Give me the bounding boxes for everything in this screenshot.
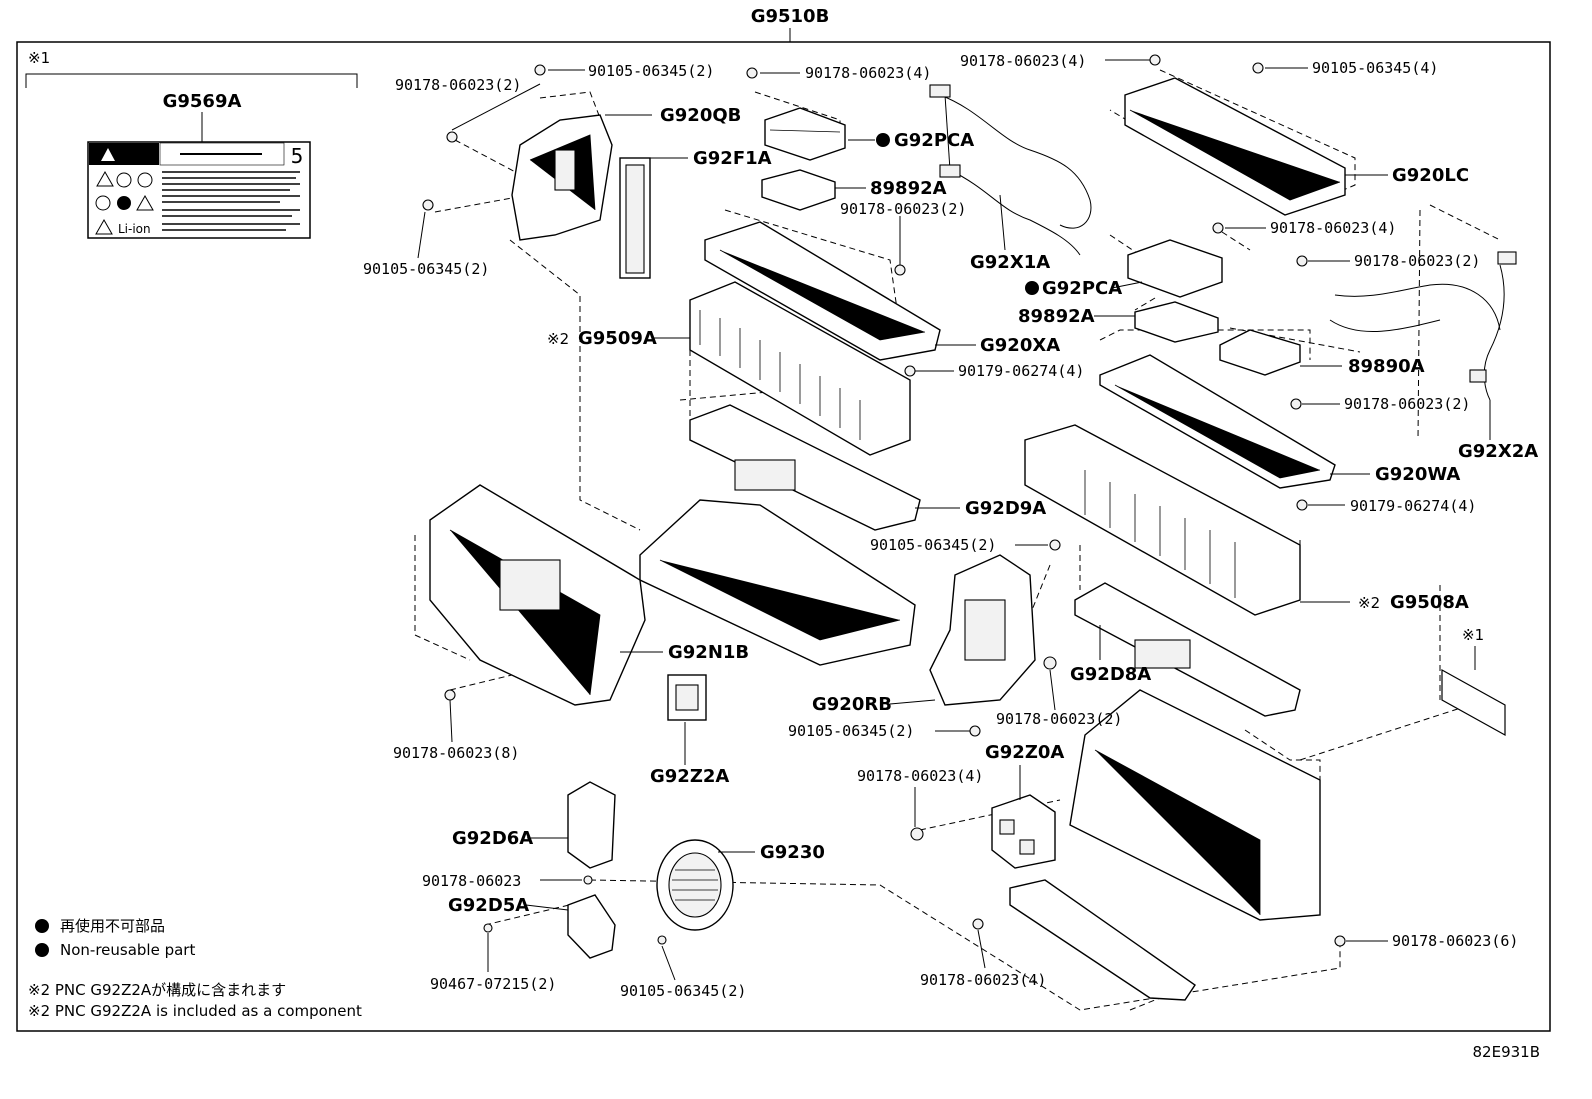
label-90178-06023-6[interactable]: 90178-06023(6) <box>1392 932 1518 950</box>
legend-dot-jp <box>35 919 49 933</box>
ecu-89892a-lower[interactable] <box>1134 301 1219 343</box>
non-reusable-marker-2 <box>1025 281 1039 295</box>
label-g92f1a[interactable]: G92F1A <box>693 148 772 169</box>
label-g9509a[interactable]: G9509A <box>578 328 657 349</box>
note2-en: ※2 PNC G92Z2A is included as a component <box>28 1002 362 1020</box>
label-89892a-upper[interactable]: 89892A <box>870 178 947 199</box>
label-90467-07215-2[interactable]: 90467-07215(2) <box>430 975 556 993</box>
label-90105-06345-2-a[interactable]: 90105-06345(2) <box>588 62 714 80</box>
ecu-89892a-upper[interactable] <box>761 169 836 211</box>
ref1-mark-right: ※1 <box>1462 626 1484 644</box>
duct-g92d8a[interactable] <box>1074 582 1301 717</box>
label-g92z0a[interactable]: G92Z0A <box>985 742 1064 763</box>
label-g92d5a[interactable]: G92D5A <box>448 895 529 916</box>
diagram-title: G9510B <box>751 6 830 27</box>
duct-g92d9a[interactable] <box>689 404 921 531</box>
label-90178-06023-2-e[interactable]: 90178-06023(2) <box>996 710 1122 728</box>
bracket-g92n1b[interactable] <box>429 484 646 706</box>
label-90105-06345-2-e[interactable]: 90105-06345(2) <box>620 982 746 1000</box>
label-89892a-lower[interactable]: 89892A <box>1018 306 1095 327</box>
ecu-89890a[interactable] <box>1219 329 1301 376</box>
label-89890a[interactable]: 89890A <box>1348 356 1425 377</box>
label-g92x2a[interactable]: G92X2A <box>1458 441 1538 462</box>
label-g92pca-upper[interactable]: G92PCA <box>894 130 974 151</box>
label-g9230[interactable]: G9230 <box>760 842 825 863</box>
label-90105-06345-4[interactable]: 90105-06345(4) <box>1312 59 1438 77</box>
label-90178-06023-4-a[interactable]: 90178-06023(4) <box>805 64 931 82</box>
label-90178-06023-2-d[interactable]: 90178-06023(2) <box>1344 395 1470 413</box>
label-g920qb[interactable]: G920QB <box>660 105 741 126</box>
part-g92z2a[interactable] <box>667 674 707 721</box>
label-90179-06274-4-b[interactable]: 90179-06274(4) <box>1350 497 1476 515</box>
label-90178-06023-2-c[interactable]: 90178-06023(2) <box>1354 252 1480 270</box>
label-90178-06023-single[interactable]: 90178-06023 <box>422 872 521 890</box>
label-90178-06023-2-b[interactable]: 90178-06023(2) <box>840 200 966 218</box>
part-g92d6a[interactable] <box>567 781 616 869</box>
harness-g92x2a[interactable] <box>1329 251 1517 401</box>
battery-stack-g9508a[interactable] <box>1024 424 1301 616</box>
label-90178-06023-2-a[interactable]: 90178-06023(2) <box>395 76 521 94</box>
label-sheet-liion: Li-ion <box>118 222 151 236</box>
label-90178-06023-4-b[interactable]: 90178-06023(4) <box>960 52 1086 70</box>
label-90105-06345-2-b[interactable]: 90105-06345(2) <box>363 260 489 278</box>
label-90178-06023-4-d[interactable]: 90178-06023(4) <box>857 767 983 785</box>
non-reusable-marker-1 <box>876 133 890 147</box>
lower-rail[interactable] <box>1009 879 1196 1001</box>
label-g920lc[interactable]: G920LC <box>1392 165 1469 186</box>
note2-jp: ※2 PNC G92Z2Aが構成に含まれます <box>28 981 286 999</box>
fasteners <box>422 54 1346 947</box>
label-90178-06023-8[interactable]: 90178-06023(8) <box>393 744 519 762</box>
label-g92n1b[interactable]: G92N1B <box>668 642 749 663</box>
legend-text-jp: 再使用不可部品 <box>60 917 165 935</box>
label-g920rb[interactable]: G920RB <box>812 694 892 715</box>
label-g92x1a[interactable]: G92X1A <box>970 252 1050 273</box>
label-g9508a[interactable]: G9508A <box>1390 592 1469 613</box>
ref2-mark-g9508a: ※2 <box>1358 594 1380 612</box>
label-sheet-small[interactable] <box>1441 668 1506 737</box>
caution-label-sheet[interactable]: 5 Li-ion <box>87 141 311 239</box>
label-90105-06345-2-c[interactable]: 90105-06345(2) <box>870 536 996 554</box>
label-g92d9a[interactable]: G92D9A <box>965 498 1046 519</box>
label-g920wa[interactable]: G920WA <box>1375 464 1460 485</box>
label-90178-06023-4-e[interactable]: 90178-06023(4) <box>920 971 1046 989</box>
blower-g9230[interactable] <box>656 839 734 931</box>
label-90178-06023-4-c[interactable]: 90178-06023(4) <box>1270 219 1396 237</box>
cover-g920lc[interactable] <box>1124 77 1346 216</box>
frame-g920wa[interactable] <box>1099 354 1336 489</box>
ecu-g92pca-lower[interactable] <box>1127 239 1223 298</box>
harness-g92x1a[interactable] <box>929 84 1092 256</box>
leader-lines <box>417 59 1491 981</box>
ref1-mark: ※1 <box>28 49 50 67</box>
part-g92f1a[interactable] <box>619 157 651 279</box>
label-g92d8a[interactable]: G92D8A <box>1070 664 1151 685</box>
battery-stack-g9509a[interactable] <box>689 281 911 456</box>
legend-dot-en <box>35 943 49 957</box>
label-90105-06345-2-d[interactable]: 90105-06345(2) <box>788 722 914 740</box>
label-sheet-number: 5 <box>291 144 304 168</box>
legend-text-en: Non-reusable part <box>60 941 195 959</box>
frame-g920xa[interactable] <box>704 221 941 361</box>
label-g92d6a[interactable]: G92D6A <box>452 828 533 849</box>
part-g92z0a[interactable] <box>991 794 1056 869</box>
bracket-g920qb[interactable] <box>511 114 613 241</box>
label-g92pca-lower[interactable]: G92PCA <box>1042 278 1122 299</box>
label-90179-06274-4-a[interactable]: 90179-06274(4) <box>958 362 1084 380</box>
bracket-g920rb[interactable] <box>929 554 1036 706</box>
ecu-g92pca-upper[interactable] <box>764 107 846 161</box>
diagram-frame <box>16 41 1551 1032</box>
label-g920xa[interactable]: G920XA <box>980 335 1060 356</box>
pnc-g9569a[interactable]: G9569A <box>163 91 242 112</box>
part-g92d5a[interactable] <box>567 894 616 959</box>
lower-case[interactable] <box>1069 689 1321 921</box>
battery-tray[interactable] <box>639 499 916 666</box>
figure-code: 82E931B <box>1473 1043 1541 1061</box>
ref2-mark-g9509a: ※2 <box>547 330 569 348</box>
label-g92z2a[interactable]: G92Z2A <box>650 766 729 787</box>
